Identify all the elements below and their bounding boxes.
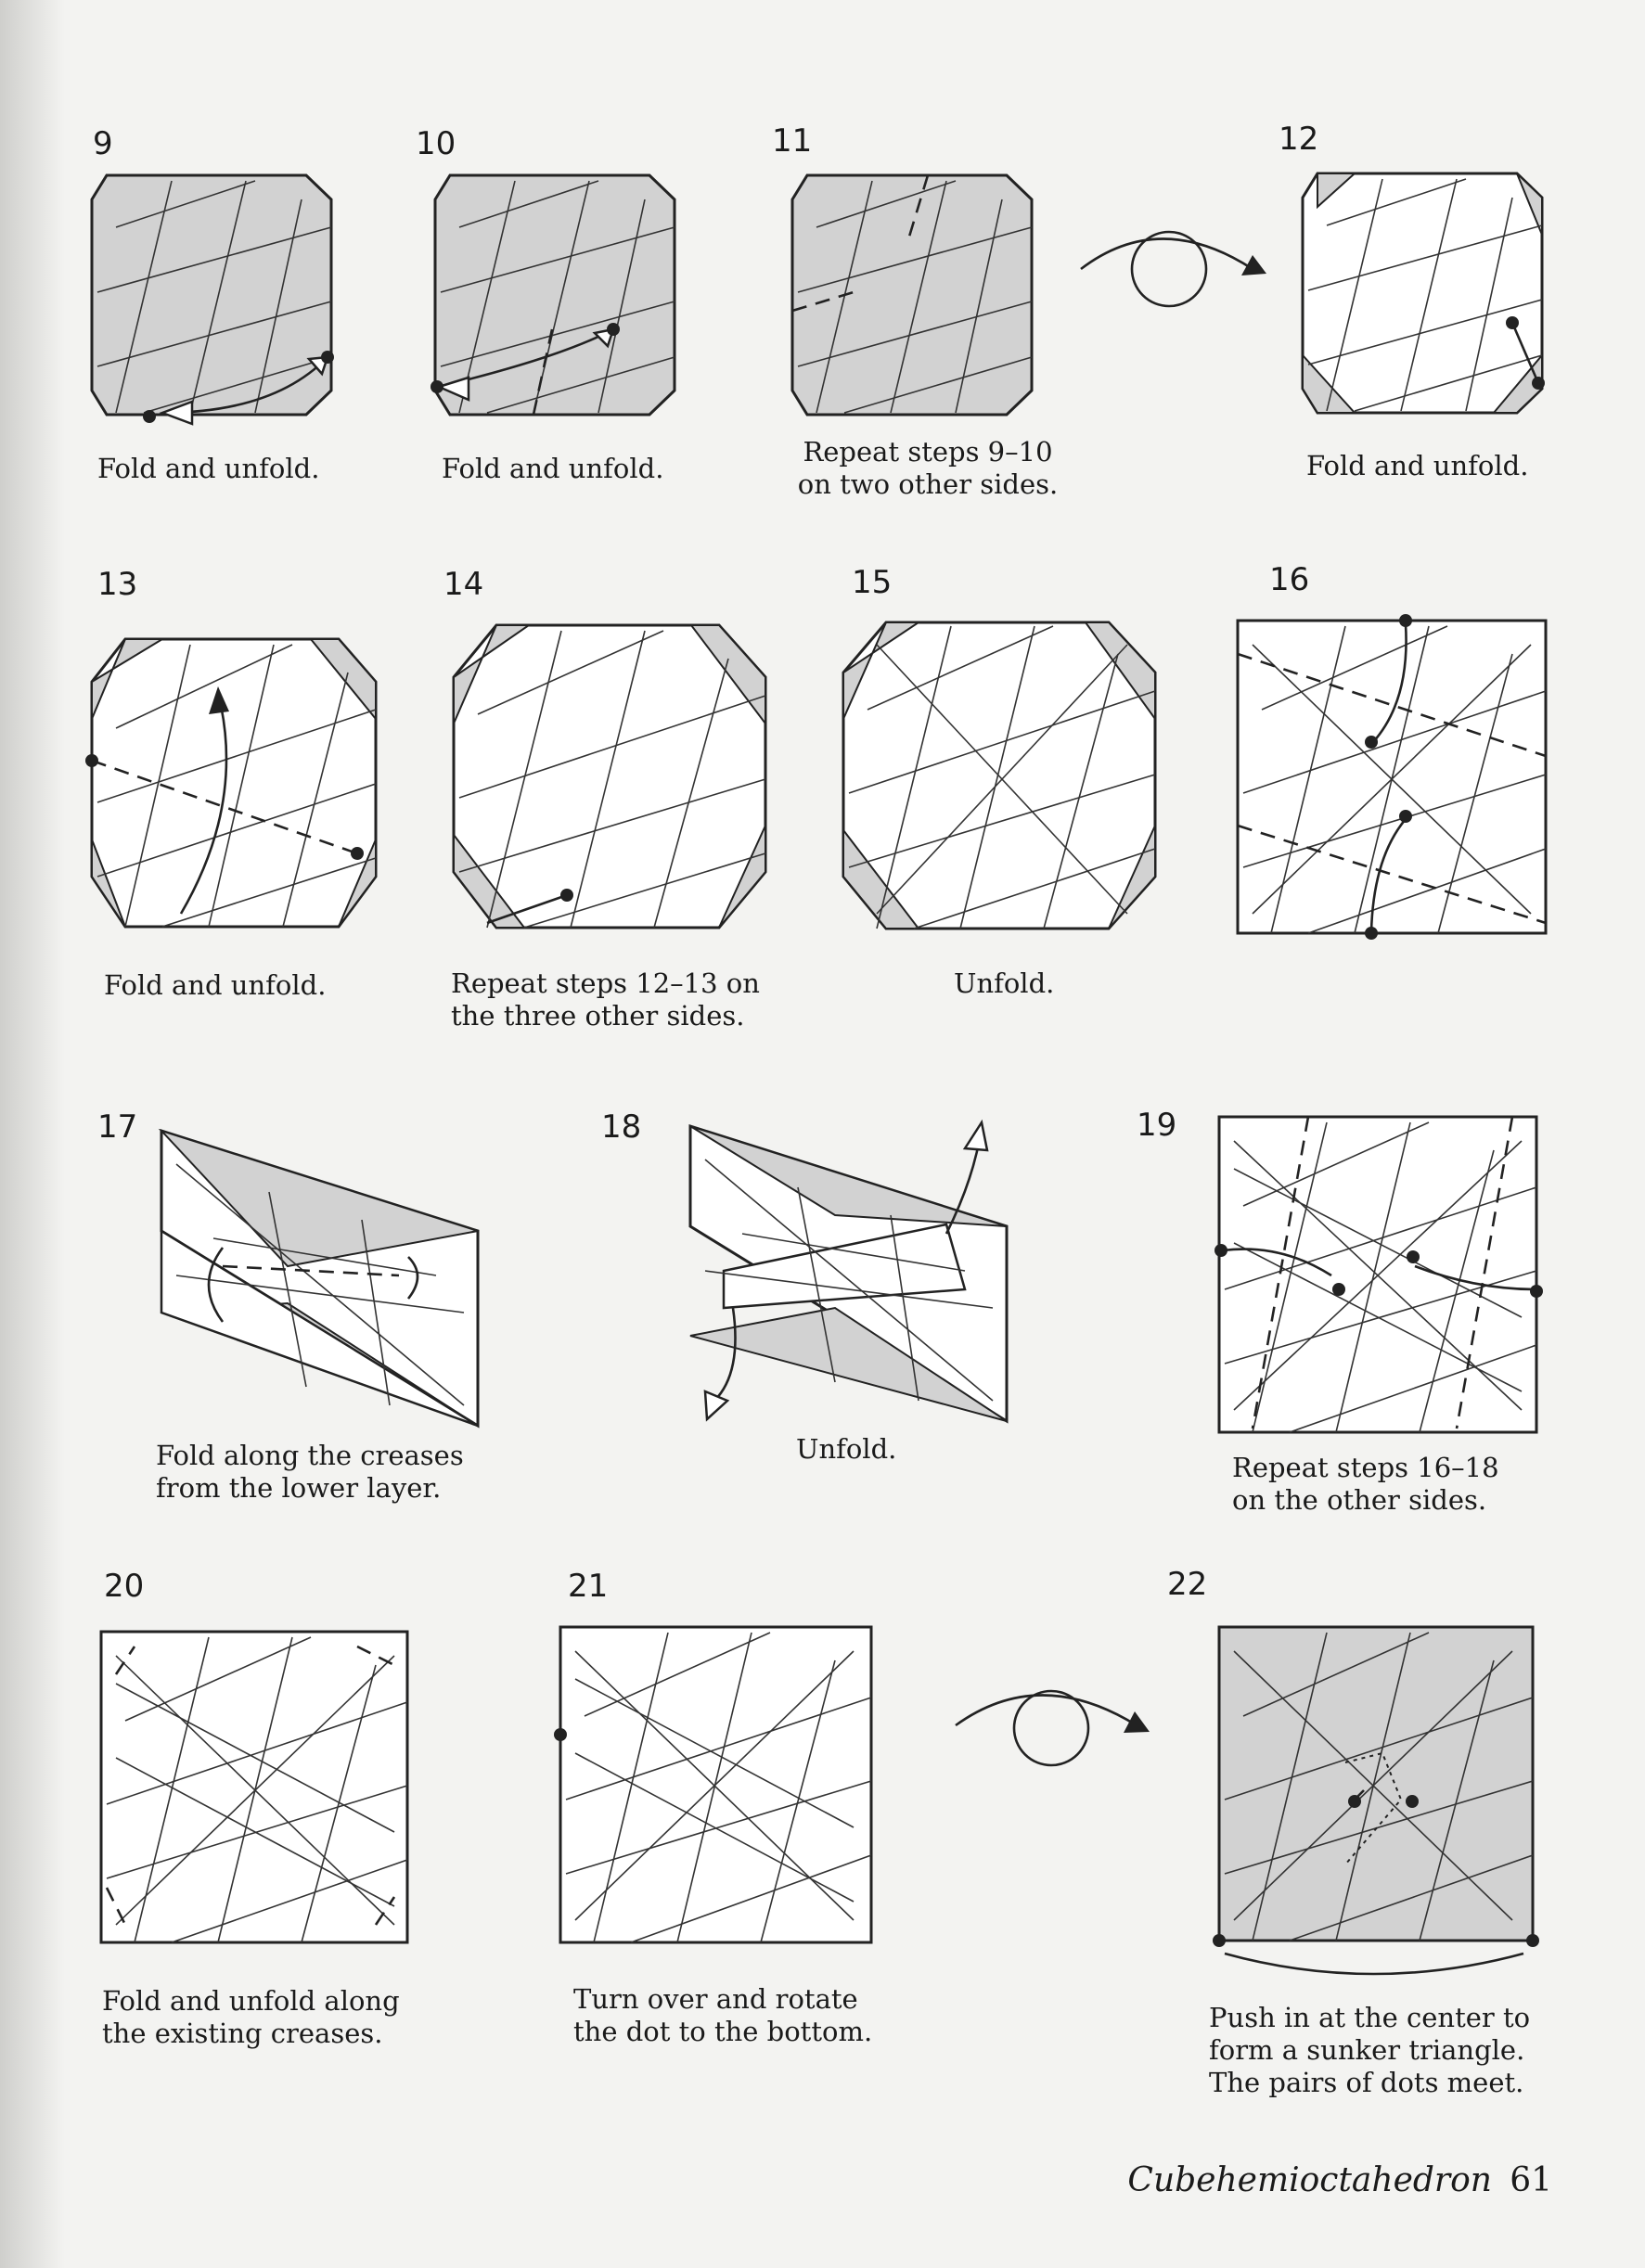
- step-11-diagram: [790, 173, 1034, 416]
- step-16-diagram: [1236, 614, 1548, 940]
- step-caption: Fold and unfold.: [104, 969, 327, 1001]
- step-number: 13: [97, 566, 138, 603]
- step-caption: Fold and unfold.: [97, 453, 320, 484]
- step-18-diagram: [688, 1119, 1009, 1424]
- step-12-diagram: [1301, 172, 1545, 415]
- step-number: 16: [1269, 561, 1310, 598]
- step-number: 10: [416, 125, 456, 162]
- step-number: 20: [104, 1568, 145, 1605]
- page-number: 61: [1510, 2161, 1552, 2199]
- step-number: 18: [601, 1108, 642, 1146]
- step-number: 9: [93, 125, 113, 162]
- step-caption: Unfold.: [954, 967, 1055, 999]
- step-caption: Unfold.: [796, 1433, 897, 1465]
- step-10-diagram: [431, 173, 676, 416]
- step-number: 22: [1167, 1566, 1208, 1603]
- step-17-diagram: [158, 1128, 480, 1429]
- step-21-diagram: [554, 1625, 873, 1944]
- step-15-diagram: [842, 621, 1157, 930]
- step-caption: Fold and unfold.: [442, 453, 664, 484]
- step-number: 21: [568, 1568, 609, 1605]
- page-binding-shadow: [0, 0, 65, 2268]
- step-number: 17: [97, 1108, 138, 1146]
- step-number: 15: [852, 564, 893, 601]
- step-number: 19: [1137, 1107, 1177, 1144]
- turn-over-icon: [955, 1689, 1150, 1767]
- step-13-diagram: [85, 637, 378, 929]
- step-number: 12: [1279, 121, 1319, 158]
- step-9-diagram: [90, 173, 334, 426]
- step-number: 14: [443, 566, 484, 603]
- step-20-diagram: [99, 1630, 409, 1944]
- step-caption: Fold and unfold.: [1306, 450, 1529, 481]
- step-number: 11: [772, 122, 813, 160]
- step-14-diagram: [452, 623, 767, 929]
- book-section-title: Cubehemioctahedron: [1127, 2161, 1492, 2199]
- turn-over-icon: [1080, 230, 1266, 308]
- step-22-diagram: [1213, 1625, 1539, 1976]
- step-19-diagram: [1214, 1115, 1543, 1434]
